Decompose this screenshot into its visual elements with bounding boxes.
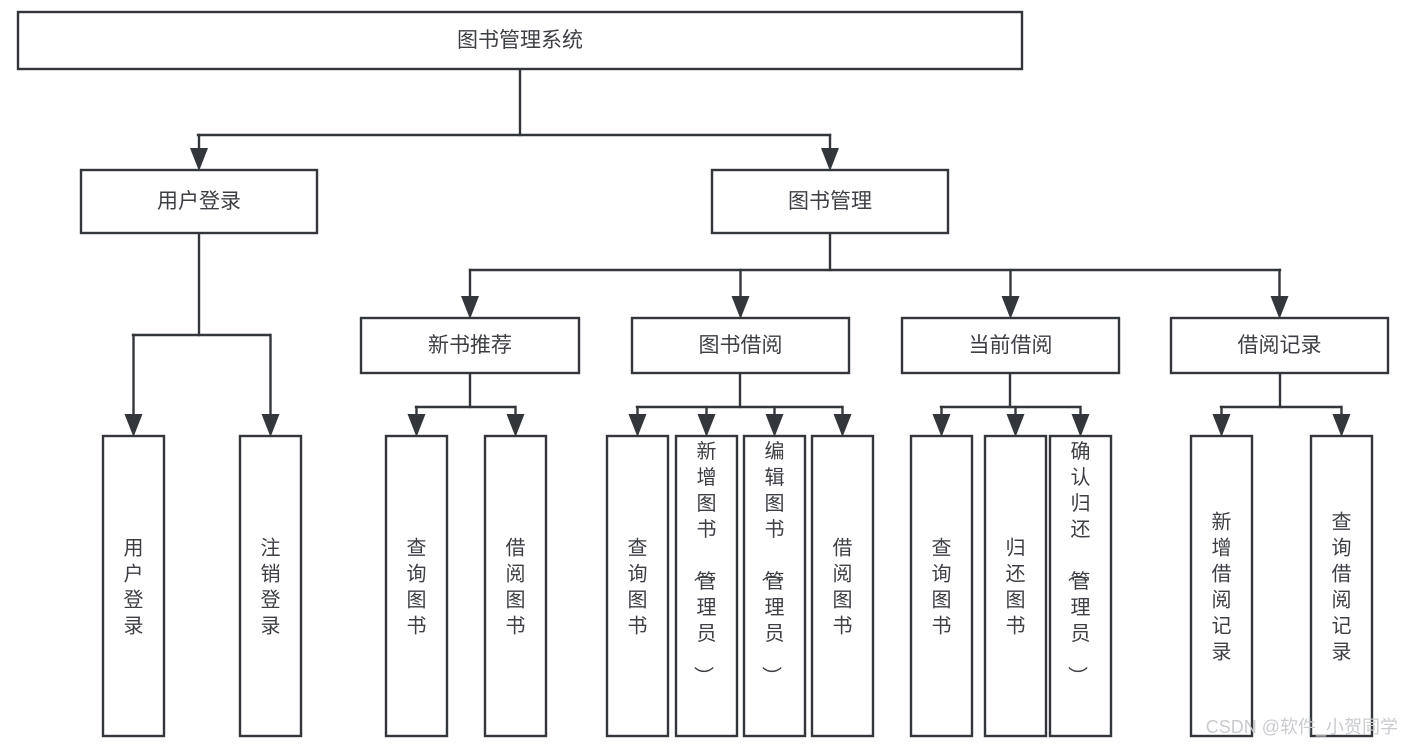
- node-label: 查询借阅记录: [1332, 510, 1352, 663]
- edge-root-to-user_login: [190, 133, 208, 171]
- node-current-borrow[interactable]: 当前借阅: [900, 316, 1121, 375]
- edge-book_manage-to-book_borrow: [731, 268, 750, 319]
- node-label: 注销登录: [261, 536, 281, 637]
- node-new-book-rec[interactable]: 新书推荐: [359, 316, 581, 375]
- node-label: 借阅图书: [506, 536, 526, 637]
- node-leaf-query-book-2[interactable]: 查询图书: [605, 434, 670, 738]
- node-box: [630, 316, 851, 375]
- node-box: [605, 434, 670, 738]
- node-box: [900, 316, 1121, 375]
- node-label: 当前借阅: [969, 334, 1053, 357]
- node-box: [1169, 316, 1390, 375]
- edge-current_borrow-to-leaf_query_book_3: [932, 405, 951, 437]
- node-label: 图书管理: [788, 190, 872, 213]
- node-box: [674, 434, 739, 738]
- edge-book_manage-to-new_book_rec: [461, 268, 479, 319]
- node-label: 编辑图书（管理员）: [760, 440, 785, 686]
- edge-new_book_rec-to-leaf_query_book_1: [407, 405, 426, 437]
- node-label: 新增图书（管理员）: [692, 440, 717, 686]
- node-leaf-query-book-3[interactable]: 查询图书: [909, 434, 974, 738]
- edge-user_login-to-leaf_logout: [261, 333, 280, 437]
- node-leaf-borrow-book-2[interactable]: 借阅图书: [810, 434, 875, 738]
- node-box: [909, 434, 974, 738]
- edge-bus-root-bus: [196, 67, 832, 137]
- node-box: [238, 434, 303, 738]
- node-leaf-confirm-return[interactable]: 确认归还（管理员）: [1048, 434, 1113, 738]
- node-box: [483, 434, 548, 738]
- node-user-login[interactable]: 用户登录: [79, 168, 319, 235]
- node-label: 查询图书: [628, 536, 648, 637]
- edge-book_borrow-to-leaf_add_book: [697, 405, 716, 437]
- edge-bus-book-borrow-bus: [635, 371, 844, 409]
- node-leaf-add-record[interactable]: 新增借阅记录: [1189, 434, 1254, 738]
- edge-bus-borrow-record-bus: [1219, 371, 1343, 409]
- node-box: [384, 434, 449, 738]
- csdn-watermark: CSDN @软件_小贺同学: [1206, 717, 1398, 738]
- edge-book_manage-to-borrow_record: [1270, 268, 1289, 319]
- node-box: [79, 168, 319, 235]
- node-leaf-logout[interactable]: 注销登录: [238, 434, 303, 738]
- node-label: 确认归还（管理员）: [1066, 440, 1091, 686]
- nodes-layer: 图书管理系统用户登录图书管理新书推荐图书借阅当前借阅借阅记录用户登录注销登录查询…: [16, 10, 1390, 738]
- node-borrow-record[interactable]: 借阅记录: [1169, 316, 1390, 375]
- node-box: [742, 434, 807, 738]
- node-leaf-user-login[interactable]: 用户登录: [101, 434, 166, 738]
- edge-bus-user-login-bus: [131, 231, 272, 337]
- edges-layer: [124, 67, 1351, 437]
- node-box: [1189, 434, 1254, 738]
- edge-borrow_record-to-leaf_query_record: [1332, 405, 1351, 437]
- node-leaf-return-book[interactable]: 归还图书: [983, 434, 1048, 738]
- node-box: [101, 434, 166, 738]
- node-label: 图书借阅: [699, 334, 783, 357]
- node-label: 图书管理系统: [457, 29, 583, 52]
- node-box: [1309, 434, 1374, 738]
- node-label: 用户登录: [124, 537, 144, 637]
- node-box: [359, 316, 581, 375]
- edge-root-to-book_manage: [821, 133, 839, 171]
- node-label: 归还图书: [1006, 536, 1026, 637]
- node-box: [983, 434, 1048, 738]
- edge-user_login-to-leaf_user_login: [124, 333, 143, 437]
- node-box: [810, 434, 875, 738]
- node-box: [1048, 434, 1113, 738]
- node-book-borrow[interactable]: 图书借阅: [630, 316, 851, 375]
- node-label: 借阅图书: [833, 536, 853, 637]
- node-leaf-edit-book[interactable]: 编辑图书（管理员）: [742, 434, 807, 738]
- edge-bus-current-borrow-bus: [939, 371, 1082, 409]
- node-label: 借阅记录: [1238, 334, 1322, 357]
- node-box: [710, 168, 950, 235]
- node-root[interactable]: 图书管理系统: [16, 10, 1024, 71]
- node-label: 新增借阅记录: [1212, 510, 1232, 663]
- edge-book_manage-to-current_borrow: [1001, 268, 1020, 319]
- edge-current_borrow-to-leaf_return_book: [1006, 405, 1025, 437]
- node-leaf-query-record[interactable]: 查询借阅记录: [1309, 434, 1374, 738]
- edge-new_book_rec-to-leaf_borrow_book_1: [506, 405, 525, 437]
- node-label: 新书推荐: [428, 334, 512, 357]
- node-label: 用户登录: [157, 190, 241, 213]
- edge-book_borrow-to-leaf_query_book_2: [628, 405, 647, 437]
- edge-book_borrow-to-leaf_edit_book: [765, 405, 784, 437]
- edge-current_borrow-to-leaf_confirm_return: [1071, 405, 1090, 437]
- node-box: [16, 10, 1024, 71]
- node-book-manage[interactable]: 图书管理: [710, 168, 950, 235]
- node-leaf-add-book[interactable]: 新增图书（管理员）: [674, 434, 739, 738]
- node-leaf-query-book-1[interactable]: 查询图书: [384, 434, 449, 738]
- node-label: 查询图书: [407, 536, 427, 637]
- node-label: 查询图书: [932, 536, 952, 637]
- edge-bus-new-book-rec-bus: [414, 371, 517, 409]
- edge-borrow_record-to-leaf_add_record: [1212, 405, 1231, 437]
- edge-bus-book-manage-bus: [468, 231, 1282, 272]
- node-leaf-borrow-book-1[interactable]: 借阅图书: [483, 434, 548, 738]
- edge-book_borrow-to-leaf_borrow_book_2: [833, 405, 852, 437]
